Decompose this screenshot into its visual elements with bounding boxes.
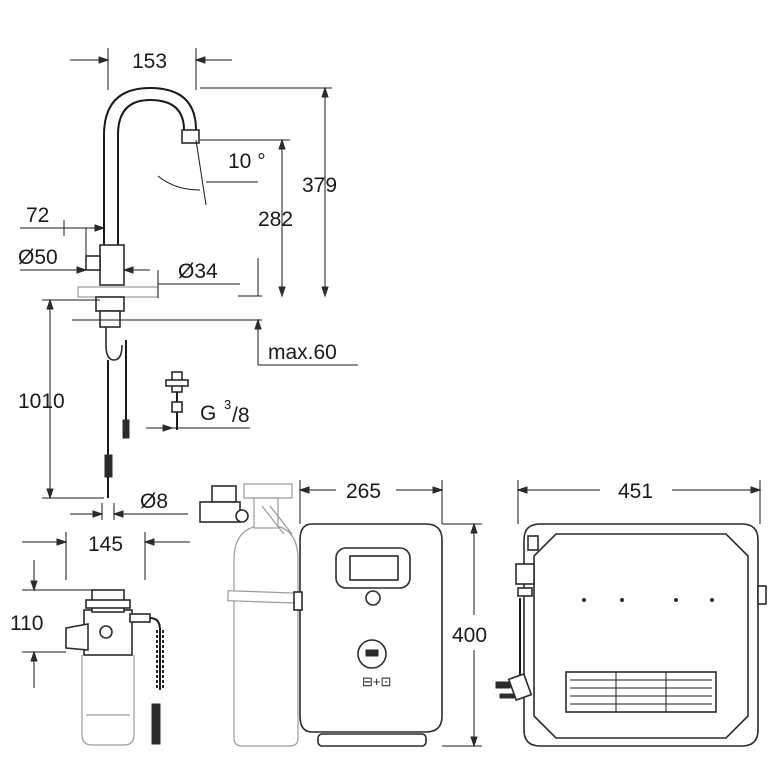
dimension-hole-diameter: Ø34 [122, 258, 262, 298]
faucet-icon [77, 86, 200, 498]
dimension-reach: 153 [70, 48, 232, 90]
filter-height-label: 110 [10, 612, 43, 635]
reach-label: 153 [132, 50, 167, 73]
base-diameter-label: Ø50 [18, 246, 58, 269]
dimension-hose-length: 1010 [18, 298, 104, 500]
hose-length-label: 1010 [18, 390, 65, 413]
dimension-hose-diameter: Ø8 [70, 490, 188, 520]
dimension-chiller-depth: 265 [298, 480, 444, 524]
power-plug-icon [495, 650, 533, 702]
dimension-base-diameter: Ø50 [18, 246, 88, 274]
filter-cartridge-icon [65, 589, 164, 746]
chiller-height-label: 400 [452, 624, 487, 647]
co2-bottle-icon [199, 483, 303, 747]
total-height-label: 379 [302, 174, 337, 197]
deck-thickness-label: max.60 [268, 341, 337, 364]
dimension-chiller-width: 451 [516, 480, 762, 524]
hose-diameter-label: Ø8 [140, 490, 168, 513]
spout-angle-label: 10 ° [228, 150, 266, 173]
hole-diameter-label: Ø34 [178, 260, 218, 283]
chiller-badge: ⊟+⊡ [362, 674, 391, 689]
filter-width-label: 145 [88, 533, 123, 556]
chiller-width-label: 451 [618, 480, 653, 503]
lever-offset-label: 72 [26, 204, 49, 227]
spout-height-label: 282 [258, 208, 293, 231]
chiller-front-view-icon [515, 523, 767, 747]
thread-numerator: 3 [224, 397, 231, 412]
dimension-filter-height: 110 [10, 560, 94, 688]
dimension-filter-width: 145 [22, 532, 190, 580]
thread-denominator: /8 [232, 404, 250, 427]
dimension-deck-thickness: max.60 [72, 318, 358, 366]
dimension-lever-offset: 72 [20, 204, 106, 256]
chiller-depth-label: 265 [346, 480, 381, 503]
chiller-side-view-icon: ⊟+⊡ [293, 523, 443, 747]
connector-fitting-icon: G 3 /8 [146, 371, 250, 432]
dimension-spout-height: 282 10 ° [157, 138, 293, 298]
thread-label: G [200, 402, 216, 425]
dimension-chiller-height: 400 [442, 522, 487, 748]
dimension-total-height: 379 [200, 86, 337, 298]
vent-grille [565, 671, 717, 713]
